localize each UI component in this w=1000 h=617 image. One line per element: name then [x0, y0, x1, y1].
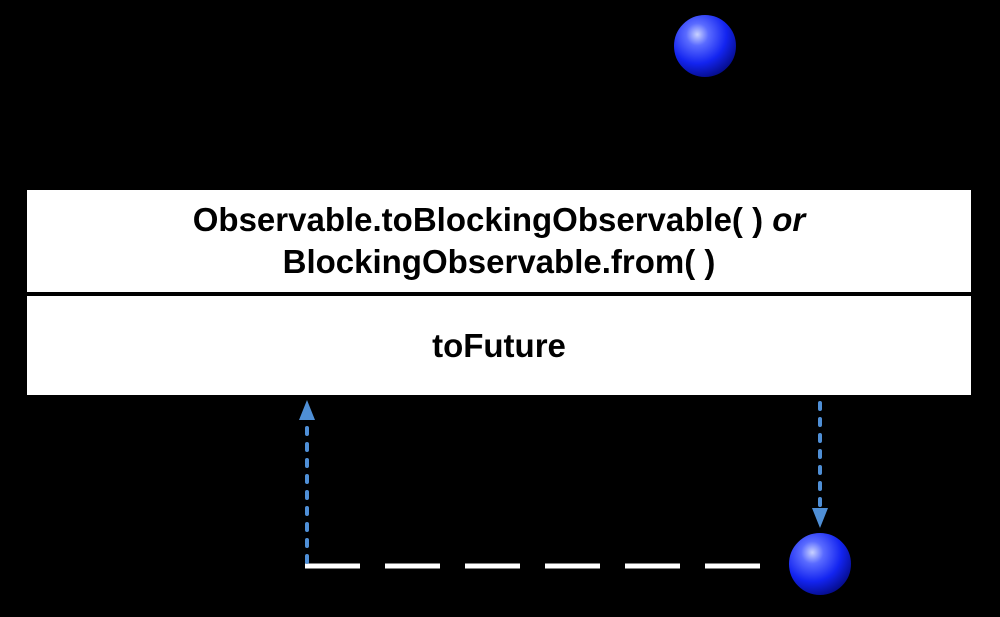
result-item-marble	[787, 531, 853, 597]
call-arrow-head	[299, 400, 315, 420]
emit-arrow-head	[812, 508, 828, 528]
operator-box: Observable.toBlockingObservable( ) or Bl…	[27, 190, 971, 292]
method-label: toFuture	[432, 326, 566, 364]
method-box: toFuture	[27, 296, 971, 395]
source-item-marble	[672, 13, 738, 79]
operator-line-2: BlockingObservable.from( )	[282, 243, 716, 280]
operator-line-1-or: or	[772, 201, 806, 238]
operator-line-1-main: Observable.toBlockingObservable( )	[192, 201, 773, 238]
operator-line-1: Observable.toBlockingObservable( ) or	[193, 199, 806, 241]
